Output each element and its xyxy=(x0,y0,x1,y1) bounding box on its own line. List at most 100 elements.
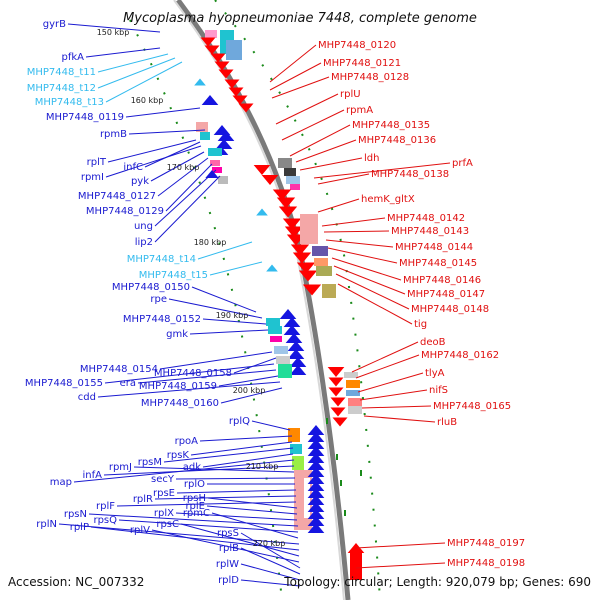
reverse-gene-arrow xyxy=(200,37,216,47)
gene-label-left[interactable]: rpoA xyxy=(175,436,199,447)
gene-label-right[interactable]: deoB xyxy=(420,337,446,348)
gene-label-right[interactable]: prfA xyxy=(452,158,473,169)
feature-block xyxy=(300,214,318,244)
gene-label-left[interactable]: rpsK xyxy=(167,450,190,461)
gene-label-right[interactable]: MHP7448_0136 xyxy=(358,135,436,146)
gene-label-right[interactable]: hemK_gltX xyxy=(361,194,415,205)
gene-label-right[interactable]: ldh xyxy=(364,153,379,164)
leader-line xyxy=(165,163,213,212)
gene-label-left[interactable]: MHP7448_0154 xyxy=(80,364,158,375)
gene-label-right[interactable]: MHP7448_0135 xyxy=(352,120,430,131)
gene-label-right[interactable]: MHP7448_0138 xyxy=(371,169,449,180)
gene-label-left[interactable]: rpsN xyxy=(64,509,87,520)
gene-label-right[interactable]: MHP7448_0198 xyxy=(447,558,525,569)
gene-label-right[interactable]: MHP7448_0128 xyxy=(331,72,409,83)
gene-label-left[interactable]: rpsC xyxy=(156,519,179,530)
gene-label-left[interactable]: rplQ xyxy=(229,416,250,427)
gene-label-left[interactable]: MHP7448_0119 xyxy=(46,112,124,123)
leader-line xyxy=(154,495,297,500)
gene-label-left[interactable]: era xyxy=(120,378,136,389)
gene-label-right[interactable]: MHP7448_0145 xyxy=(399,258,477,269)
gene-label-left[interactable]: MHP7448_0127 xyxy=(78,191,156,202)
gene-label-left[interactable]: MHP7448_0158 xyxy=(154,368,232,379)
reverse-gene-arrow xyxy=(261,175,279,185)
gene-label-right[interactable]: rpmA xyxy=(346,105,373,116)
gene-label-left[interactable]: MHP7448_0152 xyxy=(123,314,201,325)
gene-label-left[interactable]: rplF xyxy=(96,501,115,512)
forward-gene-arrow xyxy=(287,349,305,359)
gene-label-right[interactable]: MHP7448_0143 xyxy=(391,226,469,237)
gene-label-left[interactable]: rpsM xyxy=(138,457,162,468)
gene-label-left[interactable]: rplW xyxy=(216,559,239,570)
gene-label-right[interactable]: MHP7448_0144 xyxy=(395,242,473,253)
gene-label-right[interactable]: rplU xyxy=(340,89,361,100)
leader-line xyxy=(281,109,345,141)
gene-label-right[interactable]: MHP7448_0120 xyxy=(318,40,396,51)
gene-label-left[interactable]: gyrB xyxy=(43,19,66,30)
gene-label-left[interactable]: rpsQ xyxy=(93,515,117,526)
gene-label-left[interactable]: rplR xyxy=(133,494,153,505)
gene-label-left[interactable]: rpe xyxy=(150,294,167,305)
gene-label-right[interactable]: MHP7448_0142 xyxy=(387,213,465,224)
gene-label-left[interactable]: rplN xyxy=(36,519,57,530)
reverse-gene-arrow xyxy=(330,407,346,417)
feature-block xyxy=(346,380,360,388)
gene-label-left[interactable]: adk xyxy=(183,462,201,473)
gene-label-left[interactable]: MHP7448_t13 xyxy=(35,97,104,108)
gene-label-right[interactable]: MHP7448_0121 xyxy=(323,58,401,69)
gene-label-right[interactable]: MHP7448_0147 xyxy=(407,289,485,300)
gene-label-left[interactable]: rpsS xyxy=(217,528,239,539)
forward-gene-arrow xyxy=(307,495,325,505)
gene-label-left[interactable]: ung xyxy=(134,221,153,232)
gene-label-left[interactable]: infC xyxy=(123,162,143,173)
gene-label-left[interactable]: pyk xyxy=(131,176,149,187)
gene-label-left[interactable]: rpmI xyxy=(81,172,104,183)
gene-label-left[interactable]: rpmB xyxy=(100,129,127,140)
gene-label-left[interactable]: rpmC xyxy=(183,508,210,519)
forward-gene-arrow xyxy=(279,309,297,319)
gene-label-left[interactable]: secY xyxy=(151,474,175,485)
gene-label-left[interactable]: MHP7448_t14 xyxy=(127,254,196,265)
feature-block xyxy=(316,266,332,276)
gene-label-right[interactable]: MHP7448_0148 xyxy=(411,304,489,315)
gene-label-left[interactable]: MHP7448_0155 xyxy=(25,378,103,389)
gene-label-left[interactable]: MHP7448_0150 xyxy=(112,282,190,293)
leader-line xyxy=(190,441,293,456)
gene-label-left[interactable]: pfkA xyxy=(62,52,85,63)
gene-label-left[interactable]: rpsH xyxy=(183,493,206,504)
gene-label-left[interactable]: rplT xyxy=(87,157,107,168)
gene-label-right[interactable]: MHP7448_0197 xyxy=(447,538,525,549)
gene-label-left[interactable]: rplO xyxy=(184,479,205,490)
gene-label-left[interactable]: MHP7448_0160 xyxy=(141,398,219,409)
gc-dash xyxy=(344,510,346,516)
gene-label-left[interactable]: rplV xyxy=(130,525,150,536)
gene-label-right[interactable]: tlyA xyxy=(425,368,445,379)
gene-label-left[interactable]: MHP7448_t11 xyxy=(27,67,96,78)
gene-label-left[interactable]: lip2 xyxy=(135,237,153,248)
gene-label-right[interactable]: MHP7448_0146 xyxy=(403,275,481,286)
leader-line xyxy=(333,265,406,295)
gene-label-left[interactable]: gmk xyxy=(166,329,188,340)
leader-line xyxy=(240,532,301,569)
gene-label-right[interactable]: rluB xyxy=(437,417,457,428)
gene-label-left[interactable]: cdd xyxy=(78,392,96,403)
gene-label-left[interactable]: rplE xyxy=(185,501,205,512)
gene-label-right[interactable]: nifS xyxy=(429,385,448,396)
gene-label-left[interactable]: map xyxy=(50,477,72,488)
gene-label-left[interactable]: rplD xyxy=(218,575,239,586)
gene-label-left[interactable]: MHP7448_0159 xyxy=(139,381,217,392)
gene-label-left[interactable]: infA xyxy=(83,470,103,481)
gene-label-left[interactable]: MHP7448_t12 xyxy=(27,83,96,94)
gene-label-left[interactable]: MHP7448_t15 xyxy=(139,270,208,281)
gene-label-left[interactable]: rplB xyxy=(219,543,239,554)
gene-label-right[interactable]: MHP7448_0162 xyxy=(421,350,499,361)
gene-label-left[interactable]: rplX xyxy=(154,508,174,519)
gene-label-left[interactable]: MHP7448_0129 xyxy=(86,206,164,217)
gene-label-left[interactable]: rpmJ xyxy=(109,462,132,473)
gene-label-left[interactable]: rplP xyxy=(70,522,89,533)
leader-line xyxy=(97,53,169,73)
gene-label-right[interactable]: tig xyxy=(414,319,427,330)
leader-line xyxy=(202,318,267,325)
gene-label-left[interactable]: rpsE xyxy=(153,488,175,499)
gene-label-right[interactable]: MHP7448_0165 xyxy=(433,401,511,412)
